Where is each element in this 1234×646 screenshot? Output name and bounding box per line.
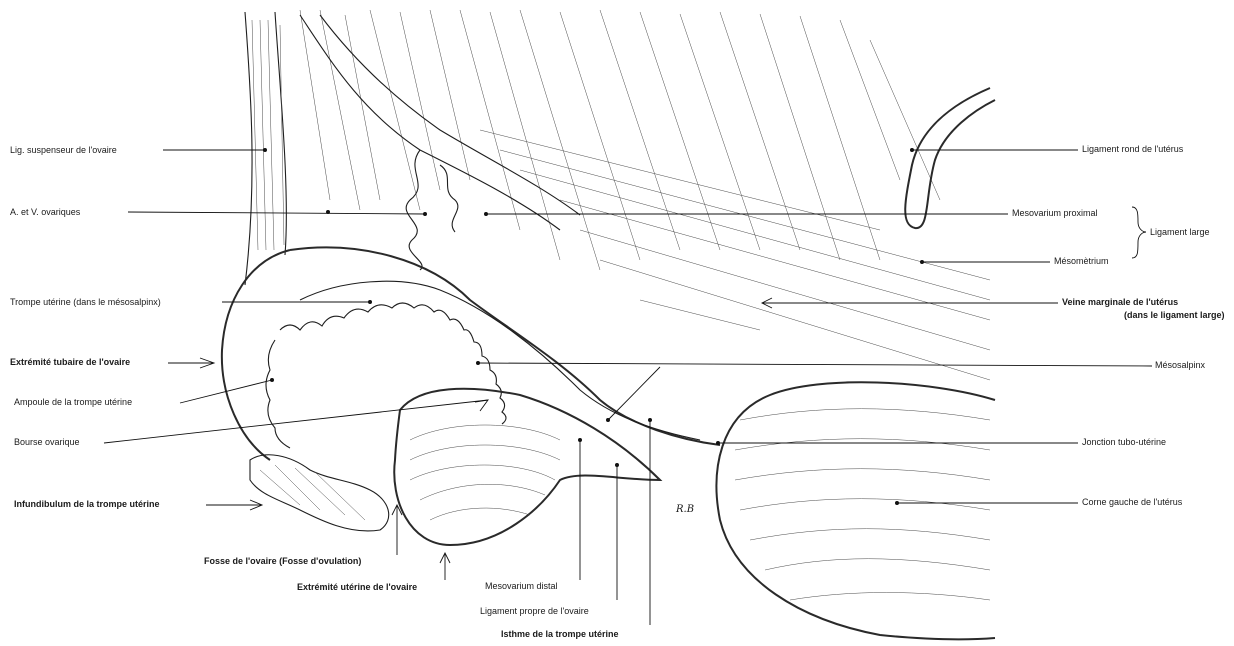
- label-veine-marginale: Veine marginale de l'utérus: [1062, 297, 1178, 308]
- label-veine-marginale-note: (dans le ligament large): [1124, 310, 1225, 321]
- label-mesovarium-proximal: Mesovarium proximal: [1012, 208, 1098, 219]
- label-bourse-ovarique: Bourse ovarique: [14, 437, 80, 448]
- uterine-horn: [717, 382, 995, 639]
- label-mesometrium: Mésomètrium: [1054, 256, 1109, 267]
- label-ligament-propre: Ligament propre de l'ovaire: [480, 606, 589, 617]
- label-ligament-rond: Ligament rond de l'utérus: [1082, 144, 1183, 155]
- label-isthme: Isthme de la trompe utérine: [501, 629, 619, 640]
- label-lig-suspenseur: Lig. suspenseur de l'ovaire: [10, 145, 117, 156]
- label-infundibulum: Infundibulum de la trompe utérine: [14, 499, 160, 510]
- label-fosse-ovaire: Fosse de l'ovaire (Fosse d'ovulation): [204, 556, 361, 567]
- label-a-v-ovariques: A. et V. ovariques: [10, 207, 80, 218]
- leader-lines: [104, 148, 1152, 625]
- label-ampoule: Ampoule de la trompe utérine: [14, 397, 132, 408]
- label-mesovarium-distal: Mesovarium distal: [485, 581, 558, 592]
- label-trompe-uterine: Trompe utérine (dans le mésosalpinx): [10, 297, 161, 308]
- infundibulum: [250, 455, 389, 531]
- round-ligament: [905, 88, 995, 228]
- label-mesosalpinx: Mésosalpinx: [1155, 360, 1205, 371]
- ovary: [394, 389, 660, 545]
- label-extremite-tubaire: Extrémité tubaire de l'ovaire: [10, 357, 130, 368]
- label-jonction-tubo-uterine: Jonction tubo-utérine: [1082, 437, 1166, 448]
- background-hatching: [300, 10, 990, 380]
- label-ligament-large: Ligament large: [1150, 227, 1210, 238]
- label-corne-gauche: Corne gauche de l'utérus: [1082, 497, 1182, 508]
- ovary-tubal-loop: [222, 247, 720, 460]
- artist-signature: R.B: [676, 504, 694, 515]
- label-extremite-uterine: Extrémité utérine de l'ovaire: [297, 582, 417, 593]
